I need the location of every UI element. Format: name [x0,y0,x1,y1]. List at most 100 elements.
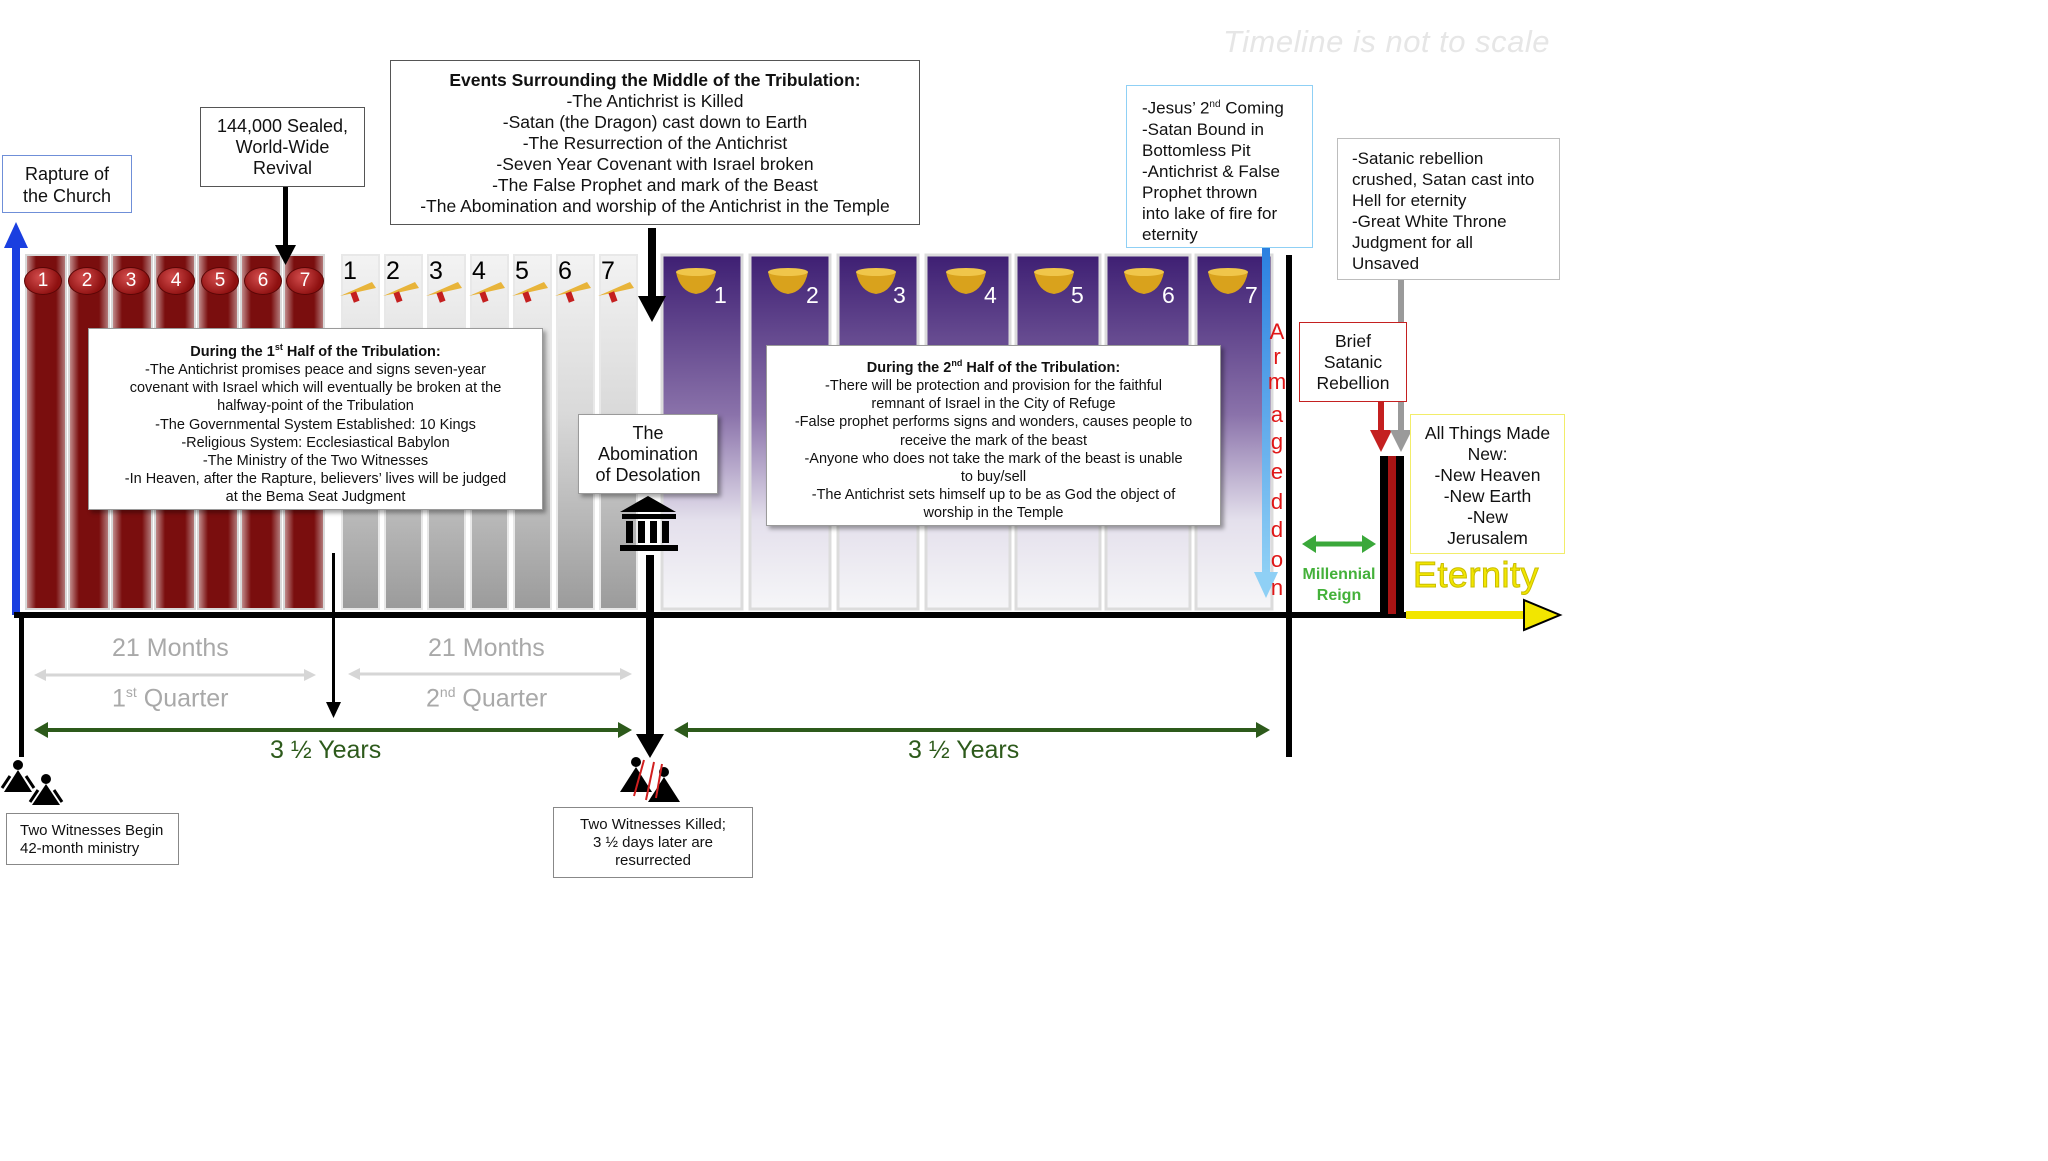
abomination-line: The [632,423,664,443]
trumpet-icon [555,282,591,303]
millennial-label: Millennial Reign [1296,564,1382,606]
q1-quarter-label: 1st Quarter [112,684,229,713]
second-half-title-pre: During the 2 [866,359,952,376]
armageddon-letter: g [1270,429,1284,454]
millennial-line: Reign [1316,587,1362,604]
armageddon-letter: A [1269,319,1285,344]
second-coming-line: -Jesus’ 2nd Coming [1142,94,1312,119]
q1-quarter-post: Quarter [136,684,229,713]
trumpet-number: 3 [429,257,443,285]
rapture-box: Rapture of the Church [2,155,132,213]
millennial-arrow [1302,535,1376,553]
bowl-number: 4 [984,282,997,308]
q2-quarter-label: 2nd Quarter [426,684,547,713]
trumpet-icons [340,282,634,303]
middle-events-arrow [638,228,666,322]
seal-number: 2 [68,267,106,295]
seal-number: 4 [157,267,195,295]
main-timeline-axis [14,255,1563,757]
second-half-line: -There will be protection and provision … [825,378,1162,395]
second-coming-line: -Satan Bound in [1142,119,1264,139]
final-judgment-line: crushed, Satan cast into [1352,170,1535,189]
armageddon-letter: d [1270,517,1284,542]
bowl-icon [676,268,716,294]
months-arrows [34,668,632,681]
second-coming-line: Bottomless Pit [1142,140,1251,160]
armageddon-letter: n [1270,575,1284,600]
second-half-line: to buy/sell [960,469,1027,486]
first-half-title: During the 1st Half of the Tribulation: [89,338,542,361]
eternity-label: Eternity [1412,554,1540,596]
trumpet-number: 2 [386,257,400,285]
all-things-new-line: -New [1467,507,1508,527]
second-half-box: During the 2nd Half of the Tribulation: … [766,345,1221,526]
final-judgment-line: Hell for eternity [1352,191,1467,210]
armageddon-letter: r [1273,344,1281,369]
trumpet-number: 5 [515,257,529,285]
second-coming-arrow [1254,245,1278,598]
second-half-line: -Anyone who does not take the mark of th… [804,450,1183,467]
witnesses-killed-line: Two Witnesses Killed; [580,816,726,833]
abomination-box: The Abomination of Desolation [578,414,718,494]
q2-quarter-post: Quarter [455,684,548,713]
bowl-icon [1034,268,1074,294]
second-coming-line: Prophet thrown [1142,182,1258,202]
first-half-line: -In Heaven, after the Rapture, believers… [124,471,507,488]
sealed-line: Revival [252,158,313,178]
middle-events-line: -The Resurrection of the Antichrist [522,133,788,153]
all-things-new-line: All Things Made [1424,423,1551,443]
rapture-line: Rapture of [24,164,110,184]
sealed-line: World-Wide [235,137,330,157]
second-half-years-label: 3 ½ Years [908,736,1020,764]
first-half-title-pre: During the 1 [190,343,275,360]
second-coming-pre: -Jesus’ 2 [1142,98,1210,118]
trumpet-icon [383,282,419,303]
first-half-box: During the 1st Half of the Tribulation: … [88,328,543,510]
sealed-line: 144,000 Sealed, [216,116,349,136]
bowl-icons [676,268,1248,294]
trumpet-number: 1 [343,257,357,285]
bowl-number: 2 [806,282,819,308]
bowl-icon [1208,268,1248,294]
witnesses-begin-line: Two Witnesses Begin [20,822,164,839]
temple-icon [620,496,678,551]
abomination-line: of Desolation [595,465,701,485]
millennial-line: Millennial [1302,566,1376,583]
q2-quarter-sup: nd [439,684,456,700]
rapture-arrow [4,222,28,615]
seal-number: 1 [24,267,62,295]
witnesses-killed-line: 3 ½ days later are [592,834,714,851]
trumpet-number: 7 [601,257,615,285]
middle-events-line: -The False Prophet and mark of the Beast [492,175,818,195]
second-half-title-sup: nd [951,358,963,368]
second-half-line: worship in the Temple [923,505,1064,522]
witnesses-begin-box: Two Witnesses Begin 42-month ministry [6,813,179,865]
bowl-number: 5 [1071,282,1084,308]
all-things-new-line: -New Earth [1443,486,1532,506]
middle-events-title: Events Surrounding the Middle of the Tri… [449,70,861,90]
years-arrows [34,722,1270,738]
witnesses-killed-box: Two Witnesses Killed; 3 ½ days later are… [553,807,753,878]
middle-events-line: -Satan (the Dragon) cast down to Earth [502,112,808,132]
q2-quarter-pre: 2 [426,684,440,713]
final-judgment-line: -Great White Throne [1352,212,1507,231]
bowl-icon [1124,268,1164,294]
seal-number: 3 [112,267,150,295]
armageddon-letter: d [1270,489,1284,514]
midpoint-arrow [636,555,664,758]
second-half-title: During the 2nd Half of the Tribulation: [767,354,1220,377]
second-half-line: -The Antichrist sets himself up to be as… [811,487,1176,504]
middle-events-box: Events Surrounding the Middle of the Tri… [390,60,920,225]
trumpet-number: 6 [558,257,572,285]
second-coming-line: eternity [1142,224,1198,244]
first-half-line: covenant with Israel which will eventual… [129,380,502,397]
first-half-title-post: Half of the Tribulation: [282,343,441,360]
second-half-title-post: Half of the Tribulation: [962,359,1121,376]
bowl-number: 1 [714,282,727,308]
first-half-line: -Religious System: Ecclesiastical Babylo… [181,434,450,451]
second-coming-line: -Antichrist & False [1142,161,1280,181]
brief-rebellion-line: Brief [1335,331,1371,351]
seal-number: 6 [244,267,282,295]
first-half-line: -The Governmental System Established: 10… [155,416,476,433]
bowl-icon [768,268,808,294]
